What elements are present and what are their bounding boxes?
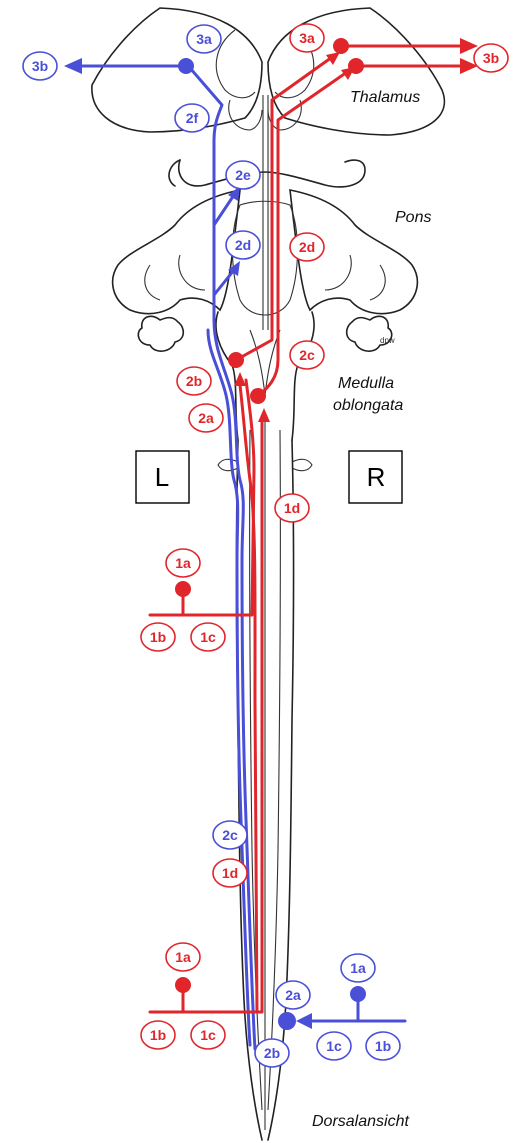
badge-label: 1d [284,500,300,516]
badge-r-3a: 3a [290,24,324,52]
badge-label: 1b [150,629,166,645]
brainstem-outline: dpw [92,8,445,1140]
blue-receptor-1a [350,986,366,1002]
badge-label: 2a [198,410,214,426]
badge-label: 2c [299,347,315,363]
badge-label: 1a [175,949,191,965]
red-pathway [150,46,462,1012]
badge-label: 2e [235,167,251,183]
obex-lines [250,330,280,395]
badge-r-1a-lower: 1a [166,943,200,971]
badge-r-3b: 3b [474,44,508,72]
side-markers: L R [136,451,402,503]
red-receptor-1a-lower [175,977,191,993]
badge-b-2b: 2b [255,1039,289,1067]
badge-label: 3a [196,31,212,47]
label-medulla: Medulla [338,375,394,392]
badge-label: 2b [186,373,202,389]
red-arrowhead-2a [258,408,270,422]
badge-b-3a: 3a [187,25,221,53]
right-side-label: R [367,462,386,492]
blue-thalamus-neuron [178,58,194,74]
root-left [218,459,238,470]
badge-label: 3b [32,58,48,74]
blue-pathway [80,66,405,1049]
red-thalamus-neuron-1 [333,38,349,54]
badge-label: 2d [235,237,251,253]
badge-r-2a: 2a [189,404,223,432]
badge-label: 1c [200,1027,216,1043]
badge-r-2b: 2b [177,367,211,395]
medulla-right-edge [292,312,314,440]
badge-b-2e: 2e [226,161,260,189]
label-view: Dorsalansicht [312,1113,409,1130]
badge-label: 2b [264,1045,280,1061]
label-oblongata: oblongata [333,397,403,414]
badge-label: 1a [175,555,191,571]
badge-r-2d: 2d [290,233,324,261]
label-thalamus: Thalamus [350,89,420,106]
red-arrowhead-2b [234,372,246,386]
badge-label: 1b [375,1038,391,1054]
midline-groove [263,95,268,330]
red-nucleus-gracilis [228,352,244,368]
badge-r-1c-upper: 1c [191,623,225,651]
blue-arrowhead-2a [296,1013,312,1029]
badge-label: 1d [222,865,238,881]
badge-label: 2a [285,987,301,1003]
badge-r-1c-lower: 1c [191,1021,225,1049]
badge-b-2d: 2d [226,231,260,259]
badge-label: 2c [222,827,238,843]
blue-ganglion-2a [278,1012,296,1030]
badge-b-2a: 2a [276,981,310,1009]
red-thalamus-neuron-2 [348,58,364,74]
badge-label: 1c [200,629,216,645]
badge-label: 3a [299,30,315,46]
badge-r-1b-lower: 1b [141,1021,175,1049]
badge-b-3b: 3b [23,52,57,80]
badge-r-1d-upper: 1d [275,494,309,522]
badge-r-1b-upper: 1b [141,623,175,651]
pons-left [113,190,240,314]
badge-b-1c: 1c [317,1032,351,1060]
badge-label: 2f [186,110,199,126]
badge-b-1a: 1a [341,954,375,982]
badge-r-2c: 2c [290,341,324,369]
badge-label: 2d [299,239,315,255]
badge-label: 1b [150,1027,166,1043]
flocculus-left [138,316,183,351]
badge-label: 1a [350,960,366,976]
badge-b-2c: 2c [213,821,247,849]
blue-arrowhead-3b [64,58,82,74]
red-receptor-1a-upper [175,581,191,597]
root-right [292,459,312,470]
flocculus-right [347,316,392,351]
left-side-label: L [155,462,169,492]
badge-label: 1c [326,1038,342,1054]
badge-b-2f: 2f [175,104,209,132]
label-pons: Pons [395,209,431,226]
badge-b-1b: 1b [366,1032,400,1060]
artist-signature: dpw [380,336,395,345]
badge-r-1d-lower: 1d [213,859,247,887]
red-nucleus-cuneatus [250,388,266,404]
badge-r-1a-upper: 1a [166,549,200,577]
badge-label: 3b [483,50,499,66]
